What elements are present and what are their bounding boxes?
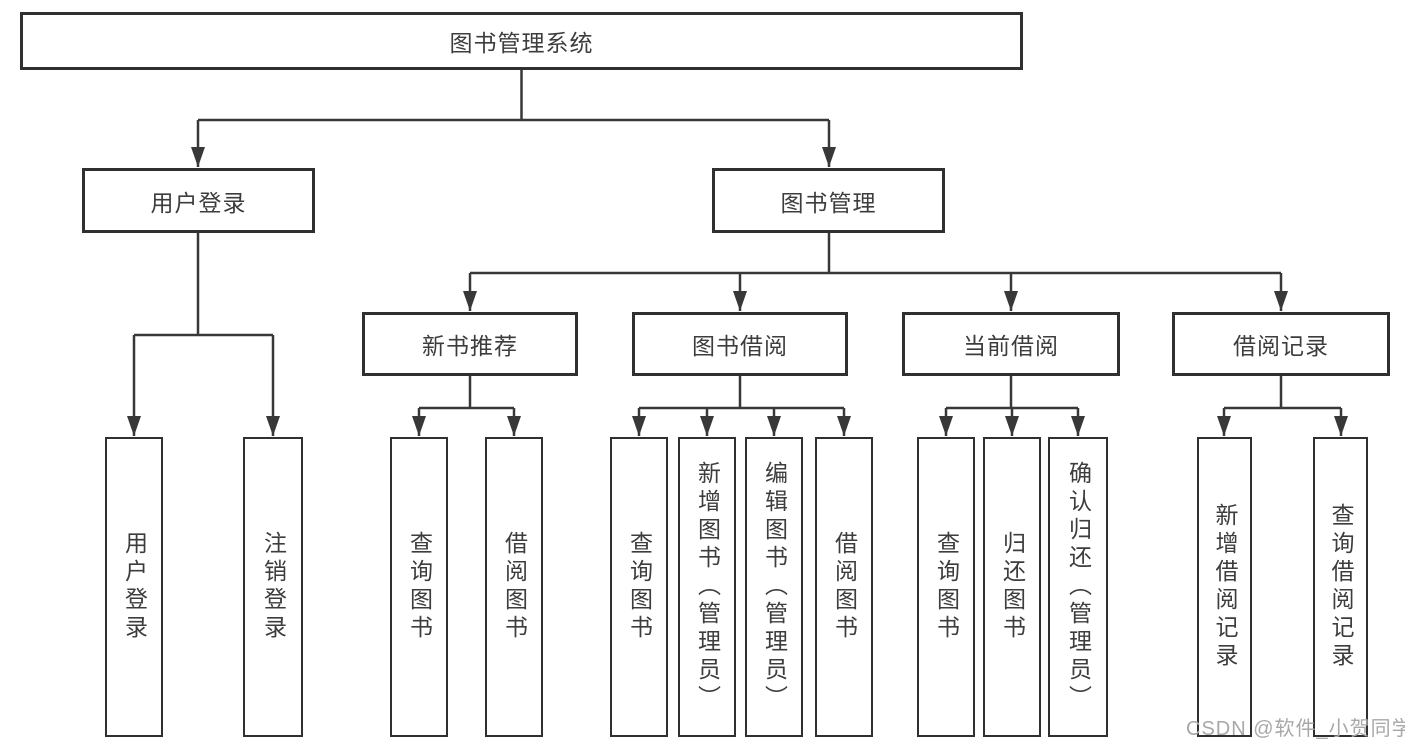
node-book-management: 图书管理 — [712, 168, 945, 233]
leaf-add-borrow-record: 新增借阅记录 — [1197, 437, 1252, 737]
leaf-user-login: 用户登录 — [105, 437, 163, 737]
leaf-borrow-books-recommend: 借阅图书 — [485, 437, 543, 737]
leaf-confirm-return-admin: 确认归还（管理员） — [1048, 437, 1108, 737]
node-user-login: 用户登录 — [82, 168, 315, 233]
node-new-book-recommend: 新书推荐 — [362, 312, 578, 376]
leaf-query-books-recommend: 查询图书 — [390, 437, 448, 737]
leaf-logout: 注销登录 — [243, 437, 303, 737]
node-system-root: 图书管理系统 — [20, 12, 1023, 70]
csdn-watermark: CSDN @软件_小贺同学 — [1186, 718, 1405, 740]
node-book-borrowing: 图书借阅 — [632, 312, 848, 376]
leaf-borrow-books: 借阅图书 — [815, 437, 873, 737]
leaf-query-borrow-record: 查询借阅记录 — [1313, 437, 1368, 737]
node-current-borrowing: 当前借阅 — [902, 312, 1120, 376]
leaf-query-books-current: 查询图书 — [917, 437, 975, 737]
leaf-query-books-borrowing: 查询图书 — [610, 437, 668, 737]
leaf-return-books: 归还图书 — [983, 437, 1041, 737]
node-borrowing-records: 借阅记录 — [1172, 312, 1390, 376]
leaf-add-books-admin: 新增图书（管理员） — [678, 437, 736, 737]
leaf-edit-books-admin: 编辑图书（管理员） — [745, 437, 803, 737]
